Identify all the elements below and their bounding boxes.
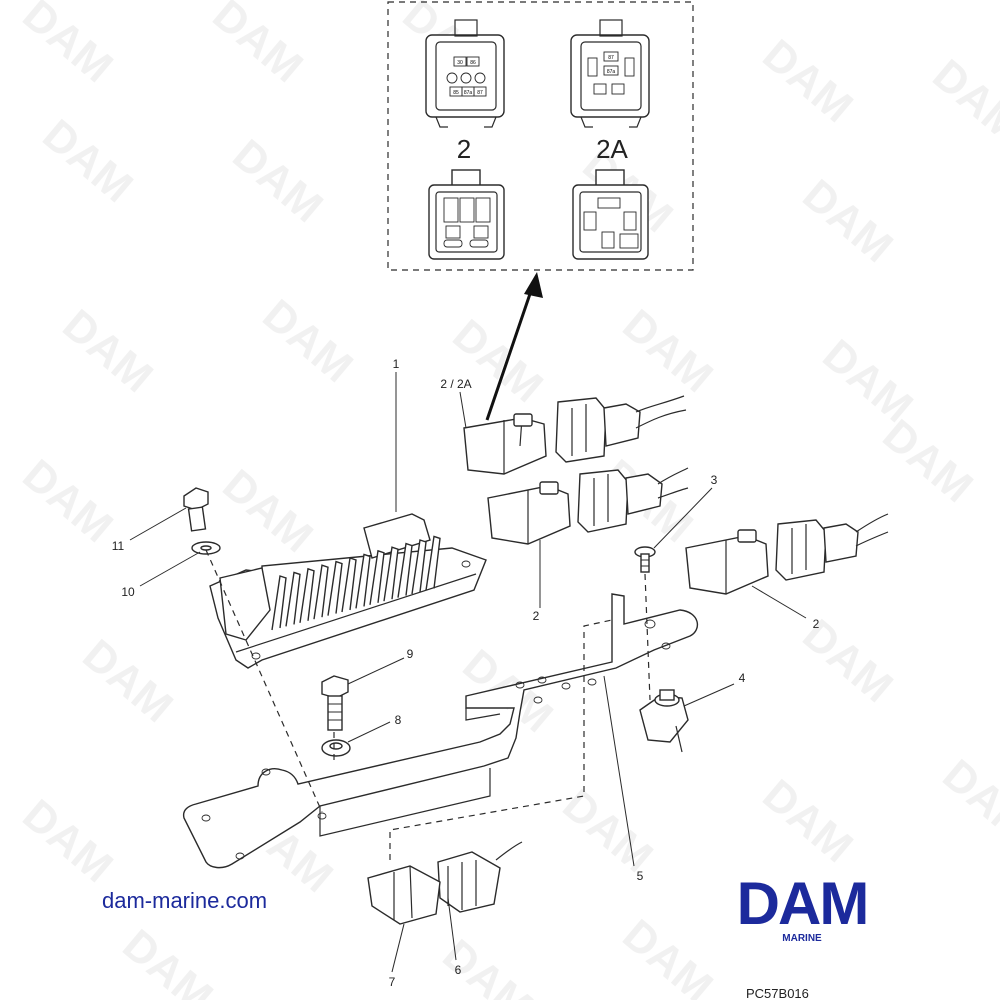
watermark-text: DAM [204,0,312,92]
watermark-text: DAM [254,290,362,392]
heat-sink-fin [355,553,371,609]
relay-middle [487,467,689,545]
washer-lower [321,739,351,757]
watermark-text: DAM [554,780,662,882]
callout-2-2a: 2 / 2A [440,377,471,391]
relay-detail-inset: 30 86 85 87a 87 87 87a 2 2A [387,1,694,271]
brand-name: DAM [736,870,870,937]
watermark-text: DAM [614,300,722,402]
watermark-text: DAM [14,790,122,892]
washer-upper [191,541,221,555]
heat-sink-fins [271,535,441,631]
callout-8: 8 [395,713,402,727]
relay-upper [463,395,687,475]
watermark-text: DAM [54,300,162,402]
callout-2-right: 2 [813,617,820,631]
watermark-text: DAM [114,920,222,1000]
callout-3: 3 [711,473,718,487]
watermark-text: DAM [14,0,122,92]
inset-label-2a: 2A [596,134,628,164]
brand-logo: DAM [712,872,892,944]
watermark-text: DAM [444,310,552,412]
screw [634,546,656,573]
callout-7: 7 [389,975,396,989]
watermark-text: DAM [754,30,862,132]
heat-sink-fin [299,567,315,623]
reference-code: PC57B016 [746,986,809,1001]
heat-sink-fin [397,542,413,598]
callout-4: 4 [739,671,746,685]
heat-sink-fin [313,564,329,620]
watermark-text: DAM [754,770,862,872]
website-link[interactable]: dam-marine.com [102,888,268,913]
heat-sink-fin [271,575,287,631]
watermark-text: DAM [74,630,182,732]
heat-sink-fin [383,546,399,602]
flange-bolt [183,487,209,532]
heat-sink-fin [425,535,441,591]
pin-label: 86 [470,60,476,66]
watermark-text: DAM [224,130,332,232]
sensor [639,689,689,753]
relay-2-top-view [428,169,505,260]
callout-leaders [129,372,807,973]
callout-numbers: 1 2 / 2A 2 2 3 4 5 6 7 8 9 10 11 [112,357,820,989]
watermark-text: DAM [14,450,122,552]
pin-label: 87a [464,90,473,96]
watermark-text: DAM [794,610,902,712]
harness-connector [437,841,523,913]
heat-sink-fin [341,557,357,613]
brand-subtitle: MARINE [782,933,822,944]
bolt [321,675,349,731]
alignment-lines [205,549,651,860]
pin-label: 87 [477,90,483,96]
callout-2-middle: 2 [533,609,540,623]
pin-label: 30 [457,60,463,66]
detail-arrow [485,272,543,421]
pin-label: 87a [607,69,616,75]
relay-2-socket-view: 30 86 85 87a 87 [425,19,505,128]
watermark-text: DAM [614,910,722,1000]
watermark-text: DAM [214,460,322,562]
heat-sink-fin [411,539,427,595]
callout-5: 5 [637,869,644,883]
relay-right [685,513,889,595]
callout-6: 6 [455,963,462,977]
inset-label-2: 2 [457,134,471,164]
heat-sink-fin [285,571,301,627]
heat-sink-fin [369,549,385,605]
watermark-text: DAM [924,50,1000,152]
watermark-text: DAM [34,110,142,212]
callout-1: 1 [393,357,400,371]
relay-2a-top-view [572,169,649,260]
watermark-text: DAM [934,750,1000,852]
pin-label: 85 [453,90,459,96]
control-module [209,513,487,669]
mounting-bracket [182,593,699,869]
watermark-text: DAM [794,170,902,272]
mating-connector [367,865,441,925]
heat-sink-fin [327,560,343,616]
watermark-text: DAM [434,930,542,1000]
relay-2a-socket-view: 87 87a [570,19,650,128]
callout-10: 10 [121,585,135,599]
callout-11: 11 [112,539,125,553]
callout-9: 9 [407,647,414,661]
pin-label: 87 [608,55,614,61]
